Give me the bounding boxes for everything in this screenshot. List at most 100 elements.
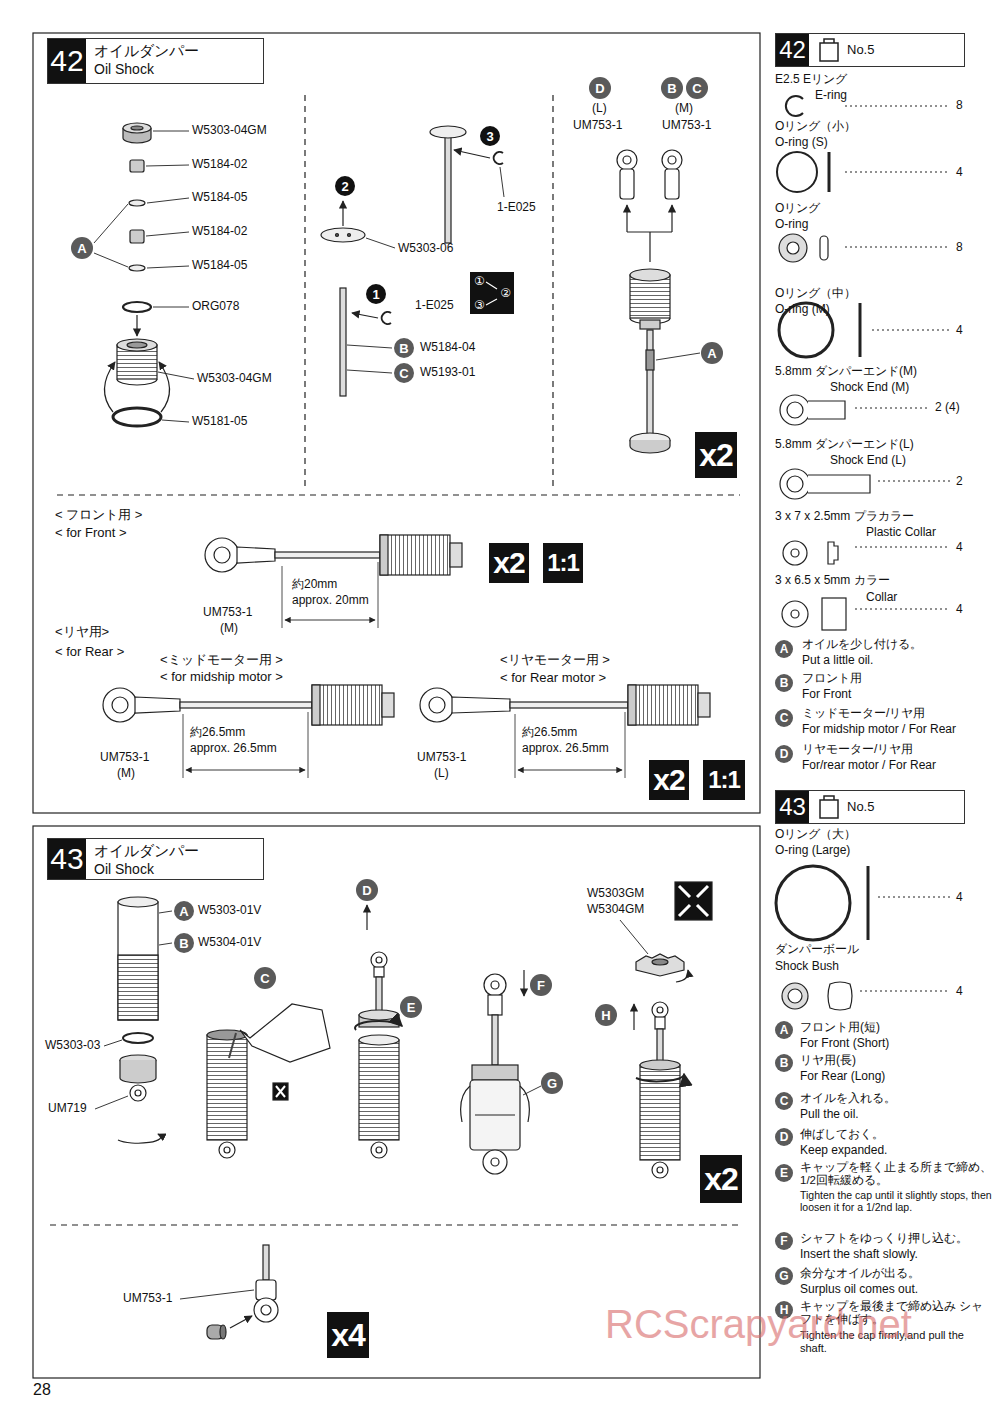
step43-body-assembly-part (224, 1147, 230, 1153)
part-number: W5303-06 (398, 241, 453, 255)
step43-body-assembly-part (657, 1007, 663, 1013)
parts-list-icons-part-part (855, 408, 930, 409)
shaft-piston-assembly-part (430, 126, 466, 138)
shock-end-assembly-part (617, 150, 637, 170)
step-letter-text: B (667, 82, 676, 95)
assembled-shocks-part (382, 693, 394, 717)
step-letter-text: G (547, 1077, 557, 1090)
step43-body-assembly-part (207, 1035, 247, 1140)
part-number: UM753-1 (417, 750, 466, 764)
shock-cap-exploded-part (113, 408, 161, 426)
assembled-shocks-part (135, 697, 180, 713)
step-letter-text: A (179, 905, 188, 918)
step43-body-assembly-part (679, 886, 708, 916)
shaft-piston-assembly-part (454, 150, 490, 158)
quantity: 4 (956, 165, 963, 179)
part-number: 3 x 7 x 2.5mm プラカラー (775, 509, 914, 523)
part-number: O-ring (Large) (775, 843, 850, 857)
step43-body-assembly-part (230, 1316, 252, 1328)
step43-body-assembly-part (633, 1004, 634, 1030)
assembled-shocks-part (205, 538, 239, 572)
note: フロント用(短) (800, 1020, 880, 1034)
bag-icon-body (820, 43, 838, 61)
shock-cap-exploded-part-part (153, 307, 189, 308)
parts-list-icons-part-part (845, 106, 950, 107)
step43-body-assembly-part (475, 1114, 515, 1115)
shock-end-assembly-part (620, 169, 634, 199)
shock-end-assembly (617, 150, 700, 453)
step43-body-assembly-part (118, 897, 158, 907)
step-letter: H (595, 1004, 617, 1026)
shock-cap-exploded-part-part (147, 266, 189, 268)
parts-list-icons-part (828, 542, 838, 564)
shock-cap-exploded-part (127, 342, 147, 348)
part-number: E-ring (815, 88, 847, 102)
part-number: Shock Bush (775, 959, 839, 973)
step-title-jp: オイルダンパー (94, 842, 199, 861)
shaft-piston-assembly-part (445, 135, 451, 243)
quantity: 4 (956, 890, 963, 904)
part-number: W5184-05 (192, 190, 247, 204)
parts-bag-header: 43No.5 (775, 790, 965, 824)
part-number: Oリング (775, 201, 820, 215)
step43-body-assembly-part (523, 970, 524, 996)
assembled-shocks-part (312, 685, 382, 725)
panel-frames-part (33, 33, 760, 813)
step43-body-assembly-part (366, 905, 367, 930)
assembled-shocks-part (518, 770, 622, 771)
parts-list-icons-part (780, 395, 810, 425)
step43-body-assembly-part (491, 1158, 499, 1166)
shock-cap-exploded-part (129, 265, 145, 271)
note: Keep expanded. (800, 1143, 887, 1157)
shock-cap-exploded (94, 123, 194, 426)
parts-list-icons-part (820, 236, 828, 260)
parts-list-icons-part-part (855, 547, 950, 548)
part-number: W5304GM (587, 902, 644, 916)
shock-end-assembly-part (623, 156, 631, 164)
step43-body-assembly-part (620, 920, 648, 954)
quantity-badge: x2 (700, 1155, 742, 1203)
step43-body-assembly-part (492, 1015, 498, 1065)
shock-cap-exploded-part-part (147, 198, 189, 203)
shaft-piston-assembly-part (321, 228, 365, 242)
part-number: (M) (117, 766, 135, 780)
step43-body-assembly-part (376, 1147, 382, 1153)
assembled-shocks-part (308, 712, 309, 778)
step-letter-text: D (780, 748, 789, 760)
step43-body-assembly-part (371, 952, 387, 968)
shock-cap-exploded-part-part (162, 420, 189, 422)
assembled-shocks-part (285, 620, 375, 621)
shock-end-assembly-part (646, 350, 654, 370)
assembled-shocks-part (378, 562, 379, 628)
part-number: W5303-03 (45, 1038, 100, 1052)
part-number: UM753-1 (100, 750, 149, 764)
shaft-piston-assembly-part (494, 152, 503, 164)
step43-body-assembly-part (229, 1033, 236, 1058)
step-letter: G (775, 1267, 793, 1285)
page-number: 28 (33, 1380, 51, 1399)
shock-cap-exploded-part (117, 339, 157, 351)
parts-list-icons (776, 96, 950, 1010)
shock-cap-exploded-part-part (94, 253, 128, 267)
parts-list-icons-part-part (878, 897, 950, 898)
step43-body-assembly-part (135, 1090, 141, 1096)
step-letter-text: C (780, 712, 789, 724)
shock-cap-exploded-part (123, 123, 151, 133)
order-digit: ③ (474, 299, 485, 311)
part-number: W5184-02 (192, 224, 247, 238)
note: For/rear motor / For Rear (802, 758, 936, 772)
assembled-shocks-part (625, 712, 626, 778)
note: リヤ用(長) (800, 1053, 856, 1067)
step43-body-assembly-part (491, 981, 499, 989)
step43-body-assembly-part (655, 1017, 665, 1029)
shock-end-assembly-part (627, 232, 672, 262)
quantity-badge: 1:1 (543, 543, 583, 583)
part-number: UM753-1 (203, 605, 252, 619)
shaft-piston-assembly-part (336, 234, 339, 237)
shaft-piston-assembly (321, 126, 504, 396)
badge-text: x2 (493, 548, 524, 578)
panel-frames-part-part (304, 95, 305, 490)
quantity: 4 (956, 540, 963, 554)
shock-end-assembly-part (630, 440, 670, 453)
shock-cap-exploded-part-part (94, 204, 128, 243)
